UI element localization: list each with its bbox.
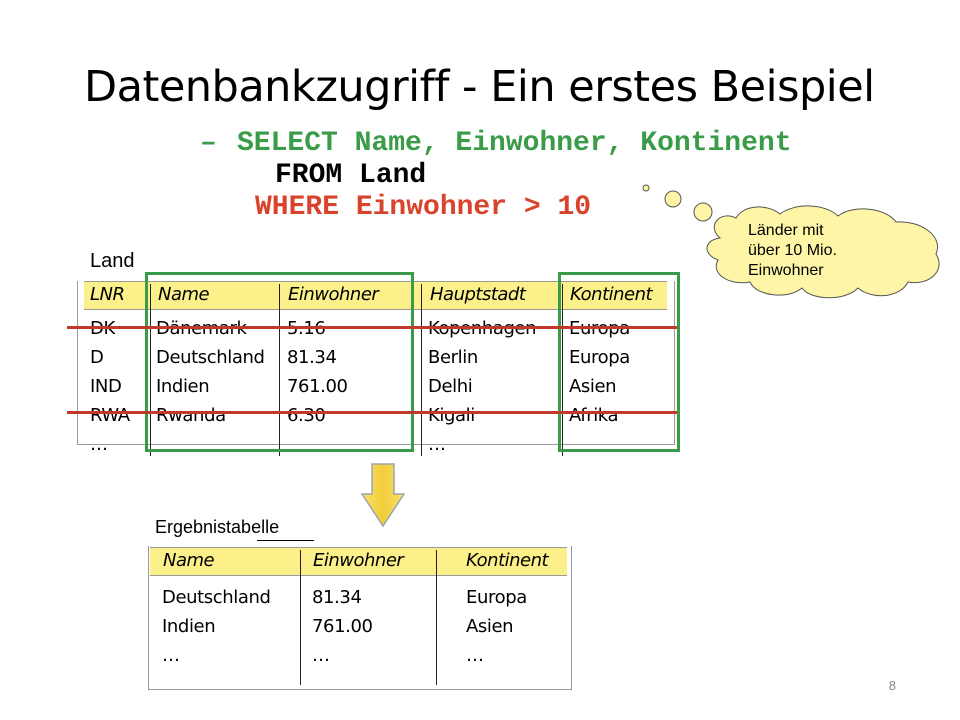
table-cell: Afrika: [569, 405, 619, 426]
query-select-line: SELECT Name, Einwohner, Kontinent: [237, 128, 792, 159]
table-cell: …: [90, 434, 108, 455]
table-cell: …: [312, 645, 330, 666]
down-arrow-icon: [360, 463, 406, 528]
header-lnr: LNR: [90, 284, 125, 305]
column-divider: [562, 284, 563, 456]
thought-bubble-text: Länder mit über 10 Mio. Einwohner: [748, 221, 837, 281]
header-einwohner: Einwohner: [313, 550, 404, 571]
table-cell: Kigali: [428, 405, 475, 426]
table-cell: 761.00: [312, 616, 373, 637]
projection-highlight-box: [145, 272, 414, 452]
source-table-label: Land: [90, 250, 135, 272]
table-cell: 81.34: [287, 347, 337, 368]
source-table: [77, 281, 675, 445]
header-kontinent: Kontinent: [570, 284, 653, 305]
query-from-line: FROM Land: [275, 160, 427, 191]
table-cell: …: [428, 434, 446, 455]
column-divider: [300, 550, 301, 685]
table-cell: Asien: [569, 376, 617, 397]
table-cell: Rwanda: [156, 405, 226, 426]
header-name: Name: [163, 550, 215, 571]
table-cell: …: [466, 645, 484, 666]
column-divider: [436, 550, 437, 685]
table-cell: Europa: [466, 587, 527, 608]
query-dash: –: [200, 128, 217, 159]
source-table-header: LNR Name Einwohner Hauptstadt Kontinent: [84, 281, 667, 310]
bubble-line: Länder mit: [748, 222, 824, 239]
thought-bubble-shape: [642, 184, 940, 299]
projection-highlight-box: [558, 272, 680, 452]
strike-through-line: [67, 326, 677, 329]
query-where-line: WHERE Einwohner > 10: [255, 192, 592, 223]
column-divider: [421, 284, 422, 456]
table-cell: IND: [90, 376, 122, 397]
header-einwohner: Einwohner: [288, 284, 379, 305]
header-kontinent: Kontinent: [466, 550, 549, 571]
page-title: Datenbankzugriff - Ein erstes Beispiel: [84, 62, 875, 112]
table-cell: Deutschland: [162, 587, 271, 608]
page-number: 8: [888, 678, 896, 693]
label-underline: [257, 540, 314, 541]
table-cell: Berlin: [428, 347, 478, 368]
table-cell: D: [90, 347, 104, 368]
table-cell: Indien: [162, 616, 216, 637]
header-name: Name: [158, 284, 210, 305]
strike-through-line: [67, 411, 677, 414]
bubble-line: Einwohner: [748, 262, 824, 279]
table-cell: Asien: [466, 616, 514, 637]
header-hauptstadt: Hauptstadt: [430, 284, 526, 305]
result-table: [148, 546, 572, 690]
table-cell: RWA: [90, 405, 130, 426]
result-table-header: Name Einwohner Kontinent: [150, 547, 567, 576]
table-cell: Delhi: [428, 376, 473, 397]
table-cell: Deutschland: [156, 347, 265, 368]
result-table-label: Ergebnistabelle: [155, 517, 280, 537]
bubble-line: über 10 Mio.: [748, 242, 837, 259]
table-cell: 761.00: [287, 376, 348, 397]
column-divider: [279, 284, 280, 456]
table-cell: …: [162, 645, 180, 666]
table-cell: 6.30: [287, 405, 326, 426]
table-cell: Indien: [156, 376, 210, 397]
table-cell: Europa: [569, 347, 630, 368]
table-cell: 81.34: [312, 587, 362, 608]
column-divider: [150, 284, 151, 456]
